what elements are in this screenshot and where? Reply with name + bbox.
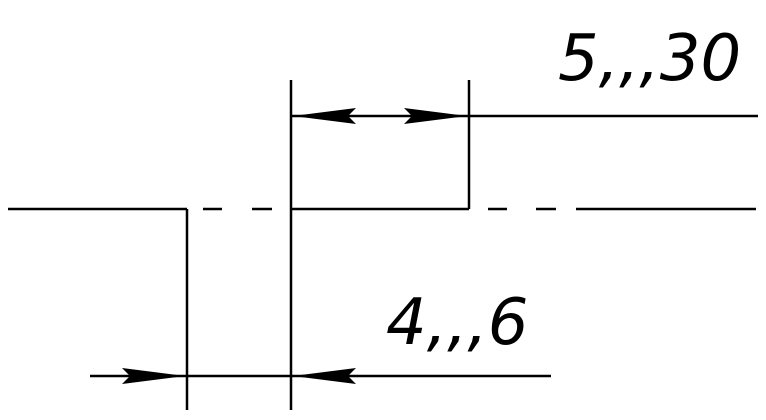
dimension-label-upper: 5,,,30 bbox=[558, 22, 741, 96]
arrowhead-lower-right bbox=[293, 368, 356, 384]
arrowhead-upper-left bbox=[293, 108, 356, 124]
arrowhead-lower-left bbox=[122, 368, 185, 384]
dimension-label-lower: 4,,,6 bbox=[386, 286, 528, 360]
arrowhead-upper-right bbox=[404, 108, 467, 124]
